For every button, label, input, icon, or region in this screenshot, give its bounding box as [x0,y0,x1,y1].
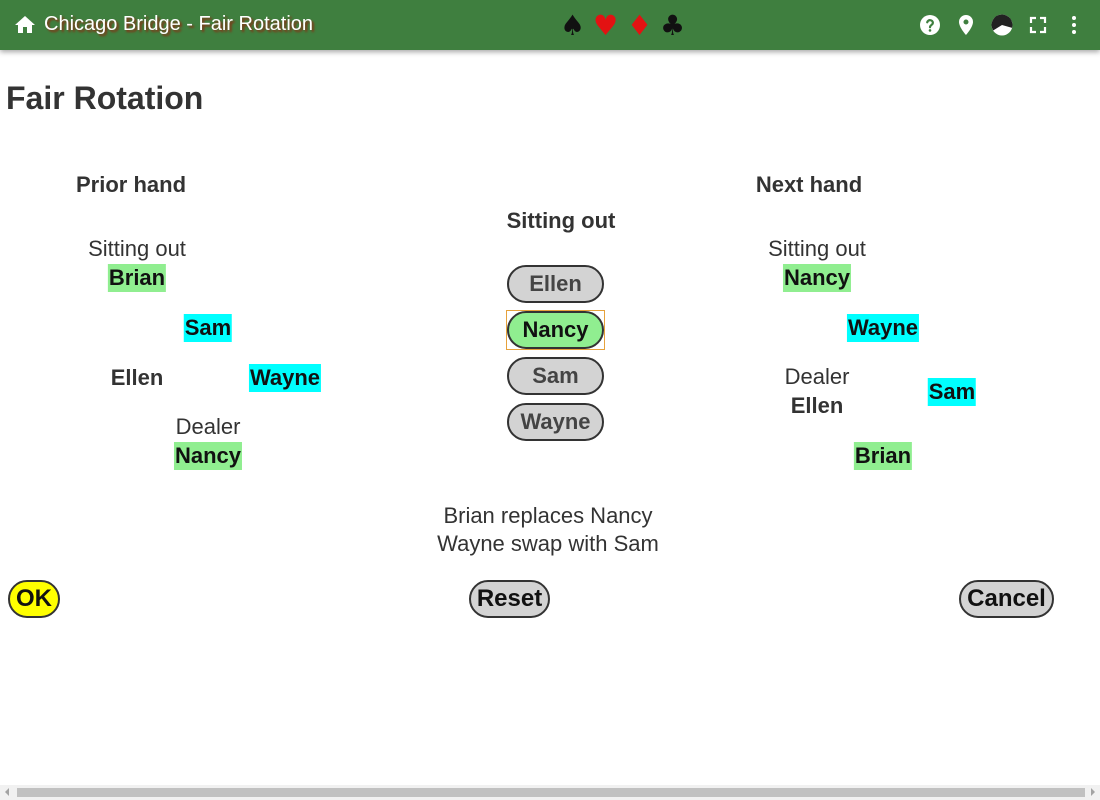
next-sitting-out-player: Nancy [782,264,852,292]
next-hand-heading: Next hand [755,172,863,197]
sitting-out-heading: Sitting out [506,208,616,233]
next-sitting-out-label: Sitting out [768,236,866,261]
next-west-player: Ellen [790,393,844,418]
club-icon: ♣ [660,9,686,42]
prior-east-player: Wayne [248,364,322,392]
change-summary: Brian replaces Nancy Wayne swap with Sam [437,502,659,558]
more-vert-icon[interactable] [1062,13,1086,37]
reset-button[interactable]: Reset [469,580,550,618]
spade-icon: ♠ [560,9,586,42]
next-dealer-label: Dealer [784,364,850,389]
prior-sitting-out-label: Sitting out [88,236,186,261]
page-title: Fair Rotation [6,80,204,116]
home-icon[interactable] [13,13,37,37]
horizontal-scrollbar[interactable] [0,785,1100,800]
prior-hand-heading: Prior hand [75,172,187,197]
scrollbar-thumb[interactable] [17,788,1085,797]
fullscreen-icon[interactable] [1026,13,1050,37]
help-icon[interactable] [918,13,942,37]
prior-north-player: Sam [183,314,233,342]
sitting-out-option-nancy[interactable]: Nancy [507,311,604,349]
ok-button[interactable]: OK [8,580,60,618]
diamond-icon: ♦ [627,9,653,42]
next-east-player: Sam [927,378,977,406]
next-north-player: Wayne [846,314,920,342]
prior-south-player: Nancy [173,442,243,470]
location-pin-icon[interactable] [954,13,978,37]
heart-icon: ♥ [593,9,619,42]
scroll-left-arrow-icon[interactable] [5,788,9,796]
prior-sitting-out-player: Brian [107,264,167,292]
cancel-button[interactable]: Cancel [959,580,1054,618]
app-bar: Chicago Bridge - Fair Rotation ♠ ♥ ♦ ♣ [0,0,1100,50]
scroll-right-arrow-icon[interactable] [1091,788,1095,796]
sitting-out-option-wayne[interactable]: Wayne [507,403,604,441]
summary-line-swap: Wayne swap with Sam [437,531,659,556]
sitting-out-option-sam[interactable]: Sam [507,357,604,395]
prior-west-player: Ellen [110,365,164,390]
next-south-player: Brian [853,442,913,470]
app-title: Chicago Bridge - Fair Rotation [44,13,314,35]
pie-chart-icon[interactable] [990,13,1014,37]
prior-dealer-label: Dealer [175,414,241,439]
sitting-out-option-ellen[interactable]: Ellen [507,265,604,303]
summary-line-replace: Brian replaces Nancy [443,503,653,528]
